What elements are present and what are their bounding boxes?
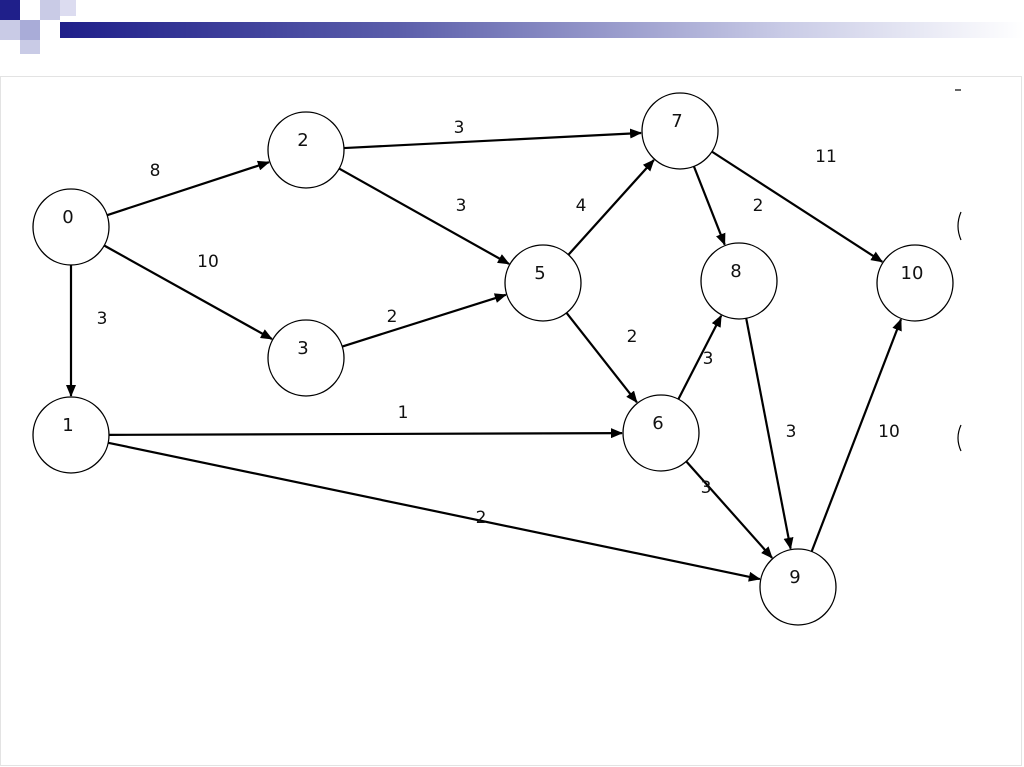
edge-weight-8-to-9: 3 <box>786 422 797 442</box>
node-8: 8 <box>700 242 778 320</box>
node-circle-2 <box>267 111 345 189</box>
edge-5-to-6 <box>565 312 638 404</box>
edge-7-to-10 <box>711 150 884 263</box>
edge-weight-7-to-8: 2 <box>753 196 764 216</box>
node-label-6: 6 <box>652 413 663 434</box>
edge-labels-layer: 8 10 3 3 3 2 4 2 1 2 2 11 3 3 3 10 <box>97 118 900 528</box>
edge-weight-2-to-7: 3 <box>454 118 465 138</box>
edge-3-to-5 <box>341 293 507 348</box>
node-label-5: 5 <box>534 263 545 284</box>
edge-weight-0-to-2: 8 <box>150 161 161 181</box>
edge-weight-0-to-3: 10 <box>197 252 219 272</box>
edge-weight-9-to-10: 10 <box>878 422 900 442</box>
node-circle-0 <box>32 188 110 266</box>
node-9: 9 <box>759 548 837 626</box>
node-0: 0 <box>32 188 110 266</box>
edge-5-to-7 <box>567 159 655 256</box>
node-circle-8 <box>700 242 778 320</box>
node-7: 7 <box>641 92 719 170</box>
edge-weight-5-to-7: 4 <box>576 196 587 216</box>
edge-9-to-10 <box>810 318 903 552</box>
node-1: 1 <box>32 396 110 474</box>
edge-weight-2-to-5: 3 <box>456 196 467 216</box>
node-2: 2 <box>267 111 345 189</box>
edge-0-to-2 <box>106 160 270 217</box>
node-circle-1 <box>32 396 110 474</box>
node-label-9: 9 <box>789 567 800 588</box>
node-5: 5 <box>504 244 582 322</box>
node-6: 6 <box>622 394 700 472</box>
edge-1-to-6 <box>108 428 624 439</box>
edge-8-to-9 <box>745 318 794 550</box>
node-label-3: 3 <box>297 338 308 359</box>
node-circle-10 <box>876 244 954 322</box>
node-circle-5 <box>504 244 582 322</box>
edge-2-to-7 <box>343 128 643 150</box>
edge-0-to-3 <box>103 244 273 340</box>
node-label-8: 8 <box>730 261 741 282</box>
edge-weight-0-to-1: 3 <box>97 309 108 329</box>
edge-weight-1-to-6: 1 <box>398 403 409 423</box>
node-label-1: 1 <box>62 415 73 436</box>
edge-2-to-5 <box>338 167 510 265</box>
edge-weight-3-to-5: 2 <box>387 307 398 327</box>
edge-weight-5-to-6: 2 <box>627 327 638 347</box>
edges-layer <box>66 128 903 582</box>
edge-1-to-9 <box>107 441 761 582</box>
edge-6-to-9 <box>685 460 773 559</box>
edge-weight-6-to-9: 3 <box>701 478 712 498</box>
node-label-0: 0 <box>62 207 73 228</box>
edge-weight-7-to-10: 11 <box>815 147 837 167</box>
node-label-10: 10 <box>901 263 924 284</box>
checkerboard-squares-icon <box>0 0 76 54</box>
node-circle-6 <box>622 394 700 472</box>
content-frame <box>0 76 1022 766</box>
edge-7-to-8 <box>692 165 726 246</box>
node-3: 3 <box>267 319 345 397</box>
edge-6-to-8 <box>677 314 723 400</box>
nodes-layer: 0 1 2 3 5 6 7 8 9 10 <box>32 92 954 626</box>
edge-weight-6-to-8: 3 <box>703 349 714 369</box>
header-gradient-bar <box>60 22 1024 38</box>
edge-weight-1-to-9: 2 <box>476 508 487 528</box>
node-circle-9 <box>759 548 837 626</box>
node-10: 10 <box>876 244 954 322</box>
node-label-2: 2 <box>297 130 308 151</box>
node-label-7: 7 <box>671 111 682 132</box>
header-bar <box>0 0 1024 54</box>
right-edge-marks <box>955 89 962 452</box>
node-circle-7 <box>641 92 719 170</box>
node-circle-3 <box>267 319 345 397</box>
